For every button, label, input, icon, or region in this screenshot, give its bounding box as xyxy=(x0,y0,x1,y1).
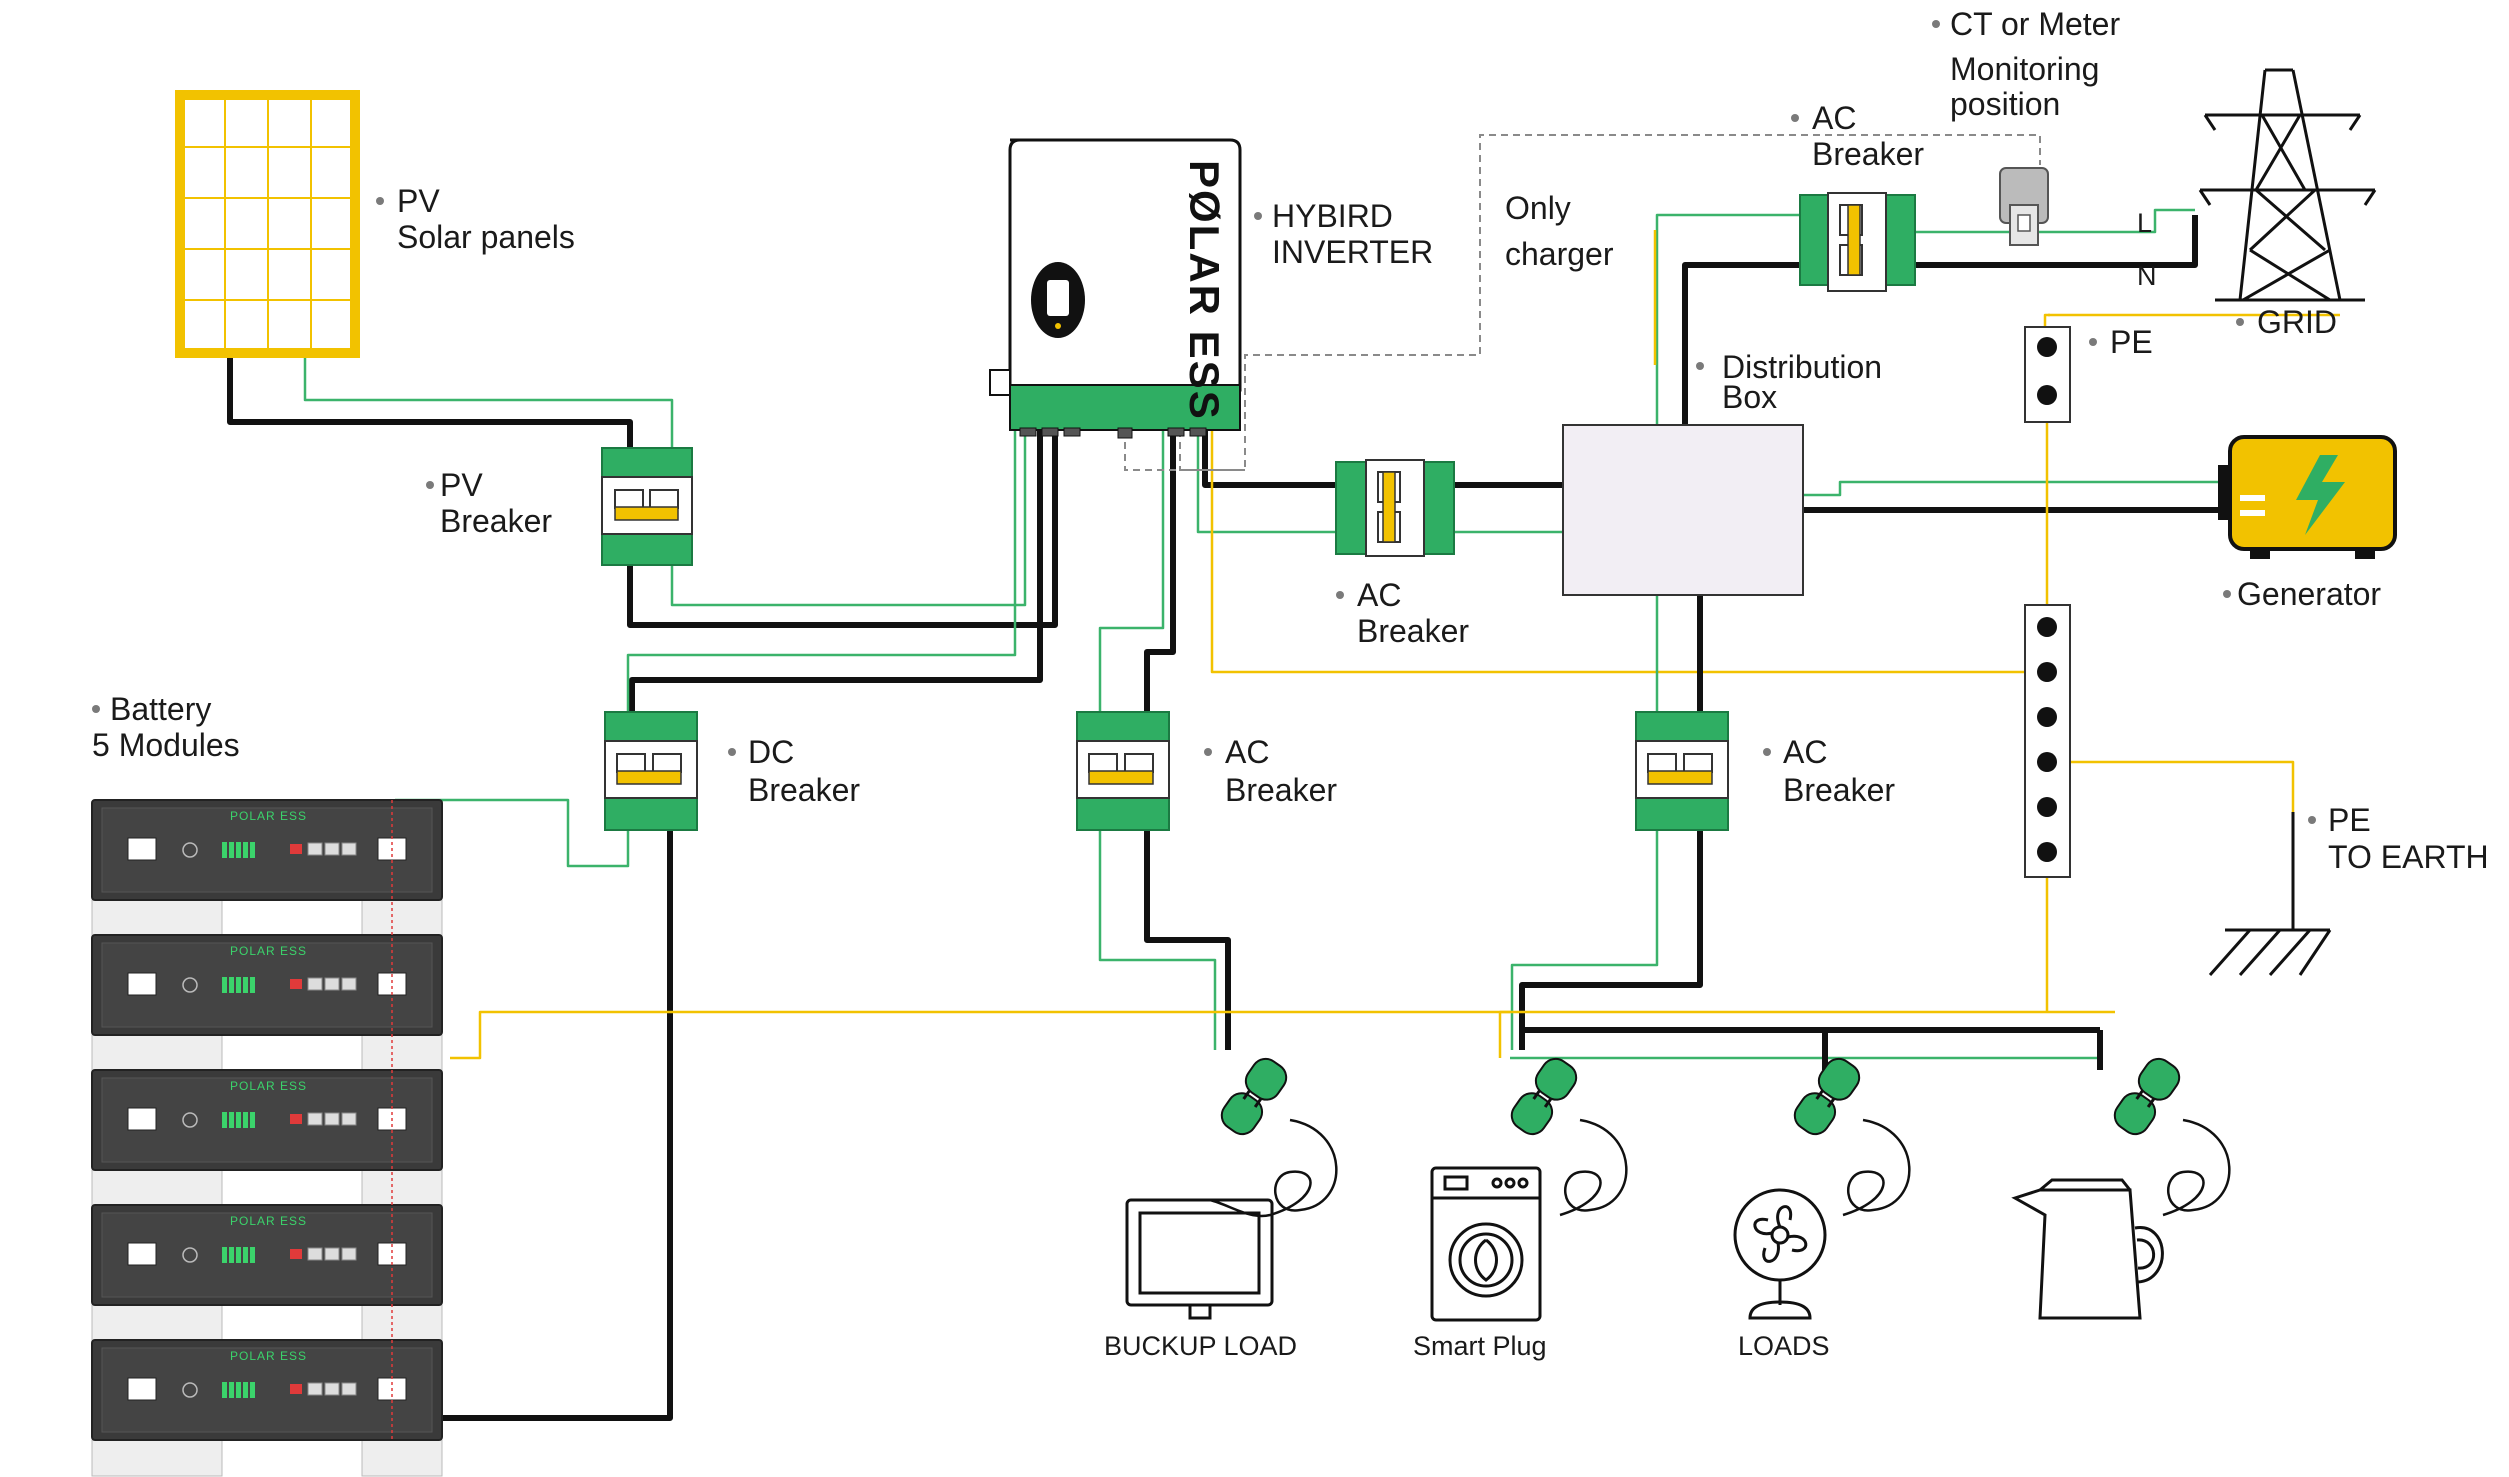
loads-ac-breaker-icon xyxy=(1635,711,1729,831)
battery-dot xyxy=(92,705,100,713)
plug-icon-loads xyxy=(1793,1057,1911,1217)
plug-icon-kettle xyxy=(2113,1057,2231,1217)
generator-icon xyxy=(2218,435,2397,559)
battery-brand: POLAR ESS xyxy=(230,1079,307,1093)
backup-ac-breaker-label-2: Breaker xyxy=(1225,772,1337,808)
pe-earth-label-2: TO EARTH xyxy=(2328,839,2489,875)
ct-meter-icon xyxy=(1999,167,2049,246)
backup-ac-breaker-label-1: AC xyxy=(1225,734,1269,770)
solar-panel-icon xyxy=(175,90,360,358)
pv-breaker-label-1: PV xyxy=(440,467,483,503)
line-l-label: L xyxy=(2137,208,2152,238)
battery-brand: POLAR ESS xyxy=(230,1349,307,1363)
battery-label-1: Battery xyxy=(110,691,211,727)
inverter-label-1: HYBIRD xyxy=(1272,198,1393,234)
only-charger-label-2: charger xyxy=(1505,236,1614,272)
battery-module-icon: POLAR ESS xyxy=(91,799,443,937)
line-n-label: N xyxy=(2137,261,2157,291)
loads-ac-breaker-label-2: Breaker xyxy=(1783,772,1895,808)
plug-icon-smart xyxy=(1510,1057,1628,1217)
kettle-icon xyxy=(2011,1178,2164,1320)
pe-top-dot xyxy=(2089,338,2097,346)
battery-module-icon: POLAR ESS xyxy=(91,1069,443,1207)
backup-load-label: BUCKUP LOAD xyxy=(1104,1331,1297,1361)
only-charger-label-1: Only xyxy=(1505,190,1571,226)
grid-ac-breaker-icon xyxy=(1799,192,1916,292)
battery-brand: POLAR ESS xyxy=(230,809,307,823)
ct-meter-label-1: CT or Meter xyxy=(1950,6,2120,42)
ct-meter-dot xyxy=(1932,20,1940,28)
battery-module-icon: POLAR ESS xyxy=(91,1339,443,1477)
battery-brand: POLAR ESS xyxy=(230,1214,307,1228)
backup-ac-breaker-icon xyxy=(1076,711,1170,831)
distribution-box-label-1: Distribution xyxy=(1722,349,1882,385)
pv-panels-label-2: Solar panels xyxy=(397,219,575,255)
battery-stack: POLAR ESS POLAR ESS POLAR ESS POLAR ESS POLA… xyxy=(91,799,443,1477)
mid-ac-breaker-label-2: Breaker xyxy=(1357,613,1469,649)
dc-breaker-label-1: DC xyxy=(748,734,794,770)
ct-meter-label-2: Monitoring xyxy=(1950,51,2099,87)
transmission-tower-icon xyxy=(2198,68,2377,302)
pv-breaker-icon xyxy=(601,447,693,566)
battery-label-2: 5 Modules xyxy=(92,727,240,763)
mid-ac-breaker-dot xyxy=(1336,591,1344,599)
pv-panels-dot xyxy=(376,197,384,205)
pe-earth-bar-icon xyxy=(2024,604,2071,878)
washing-machine-icon xyxy=(1430,1166,1542,1322)
grid-ac-breaker-label-1: AC xyxy=(1812,100,1856,136)
generator-dot xyxy=(2223,590,2231,598)
dc-breaker-label-2: Breaker xyxy=(748,772,860,808)
pe-earth-dot xyxy=(2308,816,2316,824)
battery-brand: POLAR ESS xyxy=(230,944,307,958)
fan-icon xyxy=(1733,1188,1827,1320)
grid-ac-breaker-dot xyxy=(1791,114,1799,122)
distribution-box-label-2: Box xyxy=(1722,379,1777,415)
plug-icon-backup xyxy=(1209,1057,1338,1218)
loads-ac-breaker-dot xyxy=(1763,748,1771,756)
wires xyxy=(142,134,2340,1421)
inverter-dot xyxy=(1254,212,1262,220)
smart-plug-label: Smart Plug xyxy=(1413,1331,1547,1361)
dc-breaker-dot xyxy=(728,748,736,756)
grid-ac-breaker-label-2: Breaker xyxy=(1812,136,1924,172)
loads-ac-breaker-label-1: AC xyxy=(1783,734,1827,770)
dc-breaker-icon xyxy=(604,711,698,831)
grid-label: GRID xyxy=(2257,304,2337,340)
pe-top-label: PE xyxy=(2110,324,2153,360)
ct-meter-label-3: position xyxy=(1950,86,2060,122)
inverter-icon xyxy=(989,138,1242,439)
battery-module-icon: POLAR ESS xyxy=(91,1204,443,1342)
generator-label: Generator xyxy=(2237,576,2381,612)
inverter-label-2: INVERTER xyxy=(1272,234,1433,270)
pe-terminal-top-icon xyxy=(2024,326,2071,423)
grid-dot xyxy=(2236,318,2244,326)
monitor-icon xyxy=(1125,1198,1274,1320)
backup-ac-breaker-dot xyxy=(1204,748,1212,756)
pe-earth-label-1: PE xyxy=(2328,802,2371,838)
pv-breaker-label-2: Breaker xyxy=(440,503,552,539)
loads-label: LOADS xyxy=(1738,1331,1830,1361)
inverter-brand: PØLAR ESS xyxy=(1181,160,1228,421)
distribution-box xyxy=(1562,424,1804,596)
ground-icon xyxy=(2208,812,2332,976)
battery-module-icon: POLAR ESS xyxy=(91,934,443,1072)
pv-panels-label-1: PV xyxy=(397,183,440,219)
pv-breaker-dot xyxy=(426,481,434,489)
mid-ac-breaker-icon xyxy=(1335,459,1455,557)
distribution-box-dot xyxy=(1696,362,1704,370)
mid-ac-breaker-label-1: AC xyxy=(1357,577,1401,613)
